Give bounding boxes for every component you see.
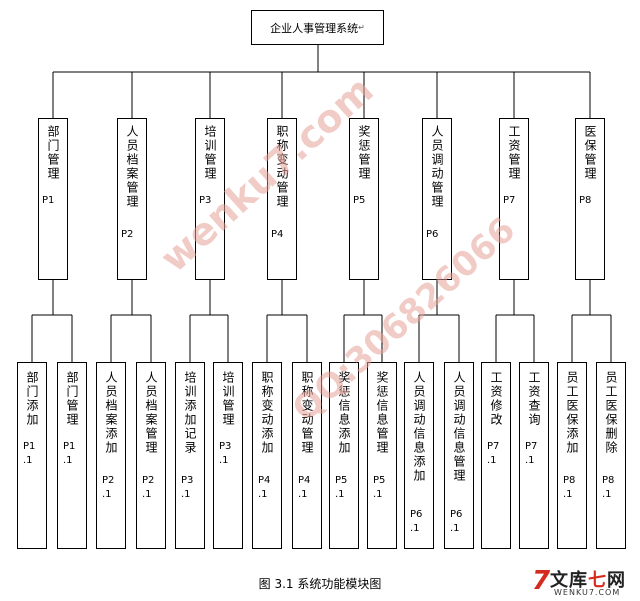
leaf-code: P6 [410, 509, 423, 520]
leaf-code: .1 [181, 489, 191, 500]
leaf-box: 人员调动信息添加 P6 .1 [404, 362, 434, 549]
leaf-label: 奖惩信息添加 [337, 371, 351, 455]
leaf-code: P1 [23, 441, 36, 452]
leaf-code: .1 [258, 489, 268, 500]
leaf-label: 人员调动信息添加 [412, 371, 426, 483]
leaf-box: 职称变动添加 P4 .1 [252, 362, 282, 549]
root-label: 企业人事管理系统 [270, 21, 359, 35]
leaf-box: 人员档案添加 P2 .1 [96, 362, 126, 549]
leaf-code: P4 [258, 475, 271, 486]
leaf-label: 培训管理 [221, 371, 235, 427]
module-label: 人员档案管理 [125, 125, 139, 209]
leaf-label: 部门添加 [25, 371, 39, 427]
site-logo: 7 文库七网 WENKU7.COM [532, 566, 637, 600]
leaf-label: 人员档案管理 [144, 371, 158, 455]
leaf-label: 人员调动信息管理 [452, 371, 466, 483]
leaf-code: .1 [142, 489, 152, 500]
leaf-code: .1 [602, 489, 612, 500]
leaf-code: P7 [525, 441, 538, 452]
leaf-label: 人员档案添加 [104, 371, 118, 455]
leaf-code: .1 [373, 489, 383, 500]
leaf-code: P3 [181, 475, 194, 486]
leaf-label: 培训添加记录 [183, 371, 197, 455]
leaf-box: 工资修改 P7 .1 [481, 362, 511, 549]
logo-seven-mark: 7 [532, 566, 551, 596]
leaf-code: .1 [219, 455, 229, 466]
leaf-code: P7 [487, 441, 500, 452]
leaf-code: P2 [142, 475, 155, 486]
module-code: P4 [271, 229, 284, 240]
leaf-label: 工资查询 [527, 371, 541, 427]
module-box-p3: 培训管理 P3 [195, 118, 225, 280]
module-box-p5: 奖惩管理 P5 [349, 118, 379, 280]
leaf-box: 人员档案管理 P2 .1 [136, 362, 166, 549]
leaf-box: 培训管理 P3 .1 [213, 362, 243, 549]
leaf-code: P3 [219, 441, 232, 452]
module-label: 工资管理 [507, 125, 521, 181]
leaf-box: 奖惩信息添加 P5 .1 [329, 362, 359, 549]
leaf-box: 员工医保删除 P8 .1 [596, 362, 626, 549]
module-label: 医保管理 [583, 125, 597, 181]
leaf-code: P8 [563, 475, 576, 486]
module-label: 奖惩管理 [357, 125, 371, 181]
module-code: P3 [199, 195, 212, 206]
leaf-code: .1 [563, 489, 573, 500]
leaf-code: .1 [450, 523, 460, 534]
leaf-code: .1 [102, 489, 112, 500]
leaf-label: 职称变动管理 [300, 371, 314, 455]
leaf-box: 员工医保添加 P8 .1 [557, 362, 587, 549]
leaf-code: P1 [63, 441, 76, 452]
module-label: 职称变动管理 [275, 125, 289, 209]
module-code: P8 [579, 195, 592, 206]
leaf-label: 员工医保添加 [565, 371, 579, 455]
leaf-label: 职称变动添加 [260, 371, 274, 455]
leaf-code: P8 [602, 475, 615, 486]
module-box-p4: 职称变动管理 P4 [267, 118, 297, 280]
logo-subtext: WENKU7.COM [554, 588, 621, 597]
module-box-p8: 医保管理 P8 [575, 118, 605, 280]
leaf-box: 工资查询 P7 .1 [519, 362, 549, 549]
leaf-box: 部门添加 P1 .1 [17, 362, 47, 549]
leaf-box: 培训添加记录 P3 .1 [175, 362, 205, 549]
leaf-box: 部门管理 P1 .1 [57, 362, 87, 549]
leaf-code: .1 [410, 523, 420, 534]
leaf-code: .1 [525, 455, 535, 466]
module-code: P2 [121, 229, 134, 240]
leaf-label: 工资修改 [489, 371, 503, 427]
leaf-code: .1 [23, 455, 33, 466]
leaf-code: .1 [298, 489, 308, 500]
module-label: 培训管理 [203, 125, 217, 181]
leaf-code: .1 [63, 455, 73, 466]
module-code: P6 [426, 229, 439, 240]
leaf-code: P6 [450, 509, 463, 520]
leaf-code: .1 [335, 489, 345, 500]
leaf-code: .1 [487, 455, 497, 466]
logo-text: 文库七网 [550, 570, 626, 591]
root-box: 企业人事管理系统↵ [251, 10, 384, 45]
leaf-label: 部门管理 [65, 371, 79, 427]
leaf-code: P5 [335, 475, 348, 486]
module-box-p7: 工资管理 P7 [499, 118, 529, 280]
module-label: 部门管理 [46, 125, 60, 181]
module-box-p1: 部门管理 P1 [38, 118, 68, 280]
leaf-box: 奖惩信息管理 P5 .1 [367, 362, 397, 549]
leaf-code: P2 [102, 475, 115, 486]
module-box-p2: 人员档案管理 P2 [117, 118, 147, 280]
module-code: P1 [42, 195, 55, 206]
leaf-box: 人员调动信息管理 P6 .1 [444, 362, 474, 549]
module-label: 人员调动管理 [430, 125, 444, 209]
leaf-box: 职称变动管理 P4 .1 [292, 362, 322, 549]
module-box-p6: 人员调动管理 P6 [422, 118, 452, 280]
module-code: P5 [353, 195, 366, 206]
leaf-label: 奖惩信息管理 [375, 371, 389, 455]
leaf-label: 员工医保删除 [604, 371, 618, 455]
figure-caption: 图 3.1 系统功能模块图 [258, 577, 382, 591]
leaf-code: P5 [373, 475, 386, 486]
leaf-code: P4 [298, 475, 311, 486]
module-code: P7 [503, 195, 516, 206]
